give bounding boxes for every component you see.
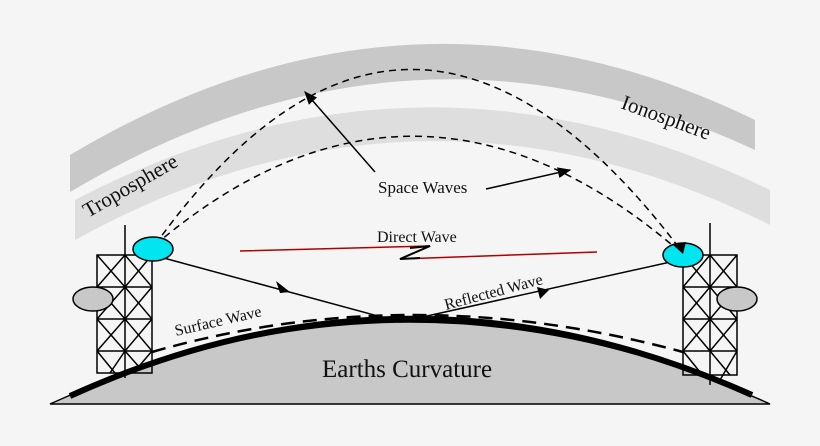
space-wave-troposphere-path [154, 135, 679, 251]
space-waves-label: Space Waves [378, 178, 467, 197]
troposphere-band [75, 107, 770, 240]
space-wave-ionosphere-path [154, 68, 684, 254]
direct-wave-zigzag-core [399, 245, 431, 260]
space-waves-arrow-upper [304, 90, 376, 173]
left-transmitter-tower [96, 225, 153, 378]
surface-wave-path [151, 313, 684, 354]
right-dish-icon [716, 286, 758, 312]
left-antenna-icon [132, 236, 174, 262]
right-receiver-tower [682, 223, 738, 385]
reflected-wave-arrowhead [537, 287, 549, 299]
space-wave-arrival-arrowhead [672, 242, 686, 254]
direct-wave-label: Direct Wave [377, 229, 457, 246]
earth-surface-line [68, 315, 754, 399]
space-waves-arrow-right [485, 167, 572, 190]
earth-label: Earths Curvature [322, 356, 492, 383]
reflected-wave-line [399, 260, 676, 323]
left-dish-icon [72, 286, 114, 312]
incident-wave-arrowhead [276, 281, 290, 293]
ionosphere-band [70, 43, 755, 192]
